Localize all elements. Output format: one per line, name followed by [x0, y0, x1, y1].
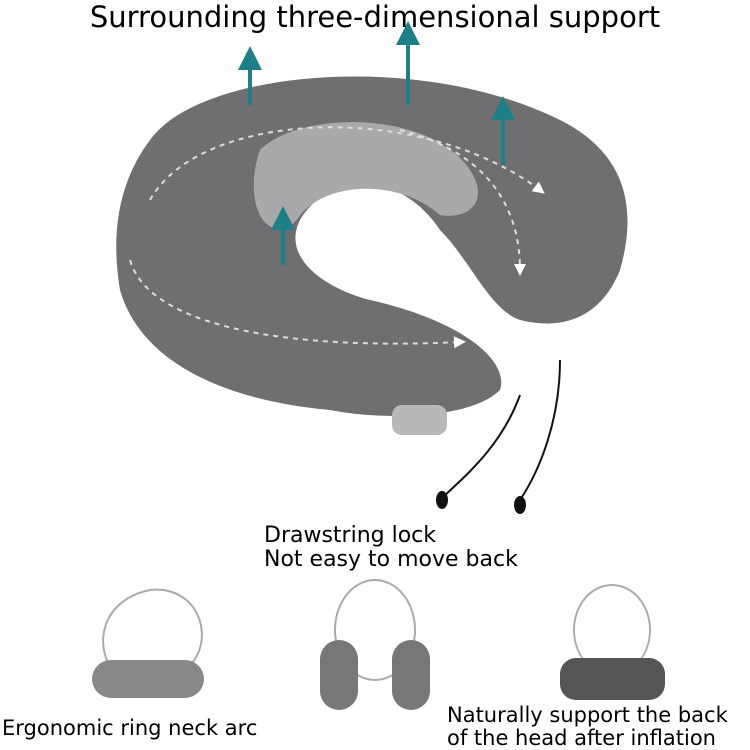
drawstring-line2: Not easy to move back: [264, 547, 518, 573]
pump-button-icon: [392, 405, 447, 435]
natural-line1: Naturally support the back: [447, 703, 728, 727]
support-arrow-icon: [238, 21, 515, 265]
drawstring-caption: Drawstring lock Not easy to move back: [264, 523, 518, 573]
airflow-arrow-icon: [129, 126, 545, 349]
drawstring-icon: [439, 359, 561, 501]
drawstring-toggle-icon: [514, 496, 526, 514]
drawstring-toggle-icon: [436, 491, 448, 509]
natural-line2: of the head after inflation: [447, 725, 716, 750]
ergonomic-caption: Ergonomic ring neck arc: [2, 716, 258, 740]
neck-pillow: [116, 76, 628, 514]
natural-support-caption: Naturally support the back of the head a…: [447, 704, 728, 749]
drawstring-line1: Drawstring lock: [264, 523, 437, 548]
head-front-view: [320, 579, 430, 710]
page-title: Surrounding three-dimensional support: [89, 0, 661, 34]
head-back-view: [560, 584, 665, 700]
head-side-view: [92, 588, 204, 698]
